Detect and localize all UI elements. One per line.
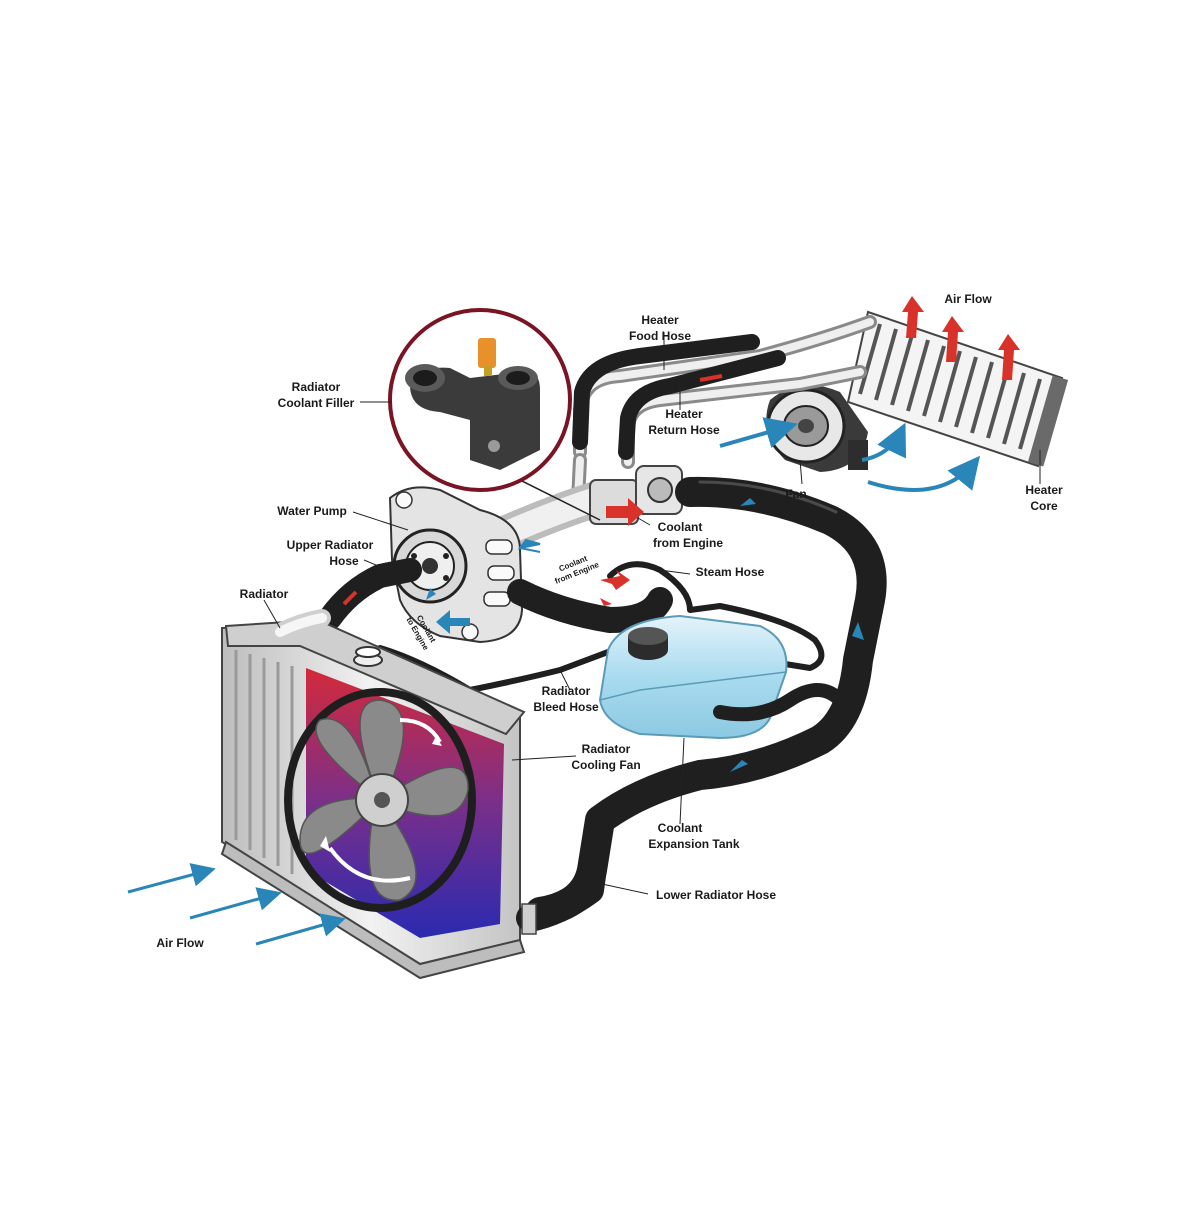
label-upper-radiator-hose-1: Upper Radiator (287, 538, 374, 552)
label-radiator-cooling-fan-1: Radiator (582, 742, 631, 756)
lower-radiator-hose (516, 832, 610, 935)
steam-hose (607, 561, 825, 671)
label-heater-return-hose-1: Heater (665, 407, 703, 421)
pump-outlet-hose (507, 579, 673, 633)
label-fan: Fan (785, 487, 806, 501)
label-heater-return-hose-2: Return Hose (648, 423, 720, 437)
label-heater-core-2: Core (1030, 499, 1058, 513)
coolant-direction-arrows (426, 498, 644, 634)
label-steam-hose: Steam Hose (696, 565, 765, 579)
hot-air-arrows (902, 296, 1020, 380)
label-radiator-bleed-hose-1: Radiator (542, 684, 591, 698)
label-lower-radiator-hose: Lower Radiator Hose (656, 888, 776, 902)
coolant-filler-callout (388, 308, 601, 521)
label-radiator-bleed-hose-2: Bleed Hose (533, 700, 599, 714)
label-radiator-cooling-fan-2: Cooling Fan (571, 758, 640, 772)
label-air-flow-bottom: Air Flow (156, 936, 204, 950)
label-radiator: Radiator (240, 587, 289, 601)
label-coolant-from-engine-2: from Engine (653, 536, 723, 550)
label-coolant-from-engine-1: Coolant (658, 520, 703, 534)
water-pump (388, 486, 524, 644)
tank-outlet-hose (713, 683, 847, 722)
label-radiator-coolant-filler-2: Coolant Filler (278, 396, 355, 410)
label-air-flow-top: Air Flow (944, 292, 992, 306)
label-water-pump: Water Pump (277, 504, 347, 518)
label-heater-food-hose-2: Food Hose (629, 329, 691, 343)
label-heater-food-hose-1: Heater (641, 313, 679, 327)
upper-radiator-hose (318, 558, 422, 630)
label-radiator-coolant-filler-1: Radiator (292, 380, 341, 394)
fan-airflow-arrows (719, 417, 981, 492)
label-coolant-from-engine-small: Coolant from Engine (553, 554, 600, 586)
label-coolant-expansion-tank-2: Expansion Tank (648, 837, 739, 851)
heater-return-hose (618, 350, 786, 460)
label-coolant-expansion-tank-1: Coolant (658, 821, 703, 835)
radiator-cooling-fan (284, 688, 476, 912)
air-flow-arrows (127, 863, 346, 946)
label-upper-radiator-hose-2: Hose (329, 554, 359, 568)
heater-food-hose (572, 334, 760, 450)
labels: Heater Food Hose Air Flow Radiator Coola… (156, 292, 1063, 950)
label-heater-core-1: Heater (1025, 483, 1063, 497)
leader-lines (263, 332, 1041, 895)
main-right-hose (525, 476, 887, 927)
blower-fan (766, 385, 868, 472)
heater-core (846, 310, 1069, 468)
